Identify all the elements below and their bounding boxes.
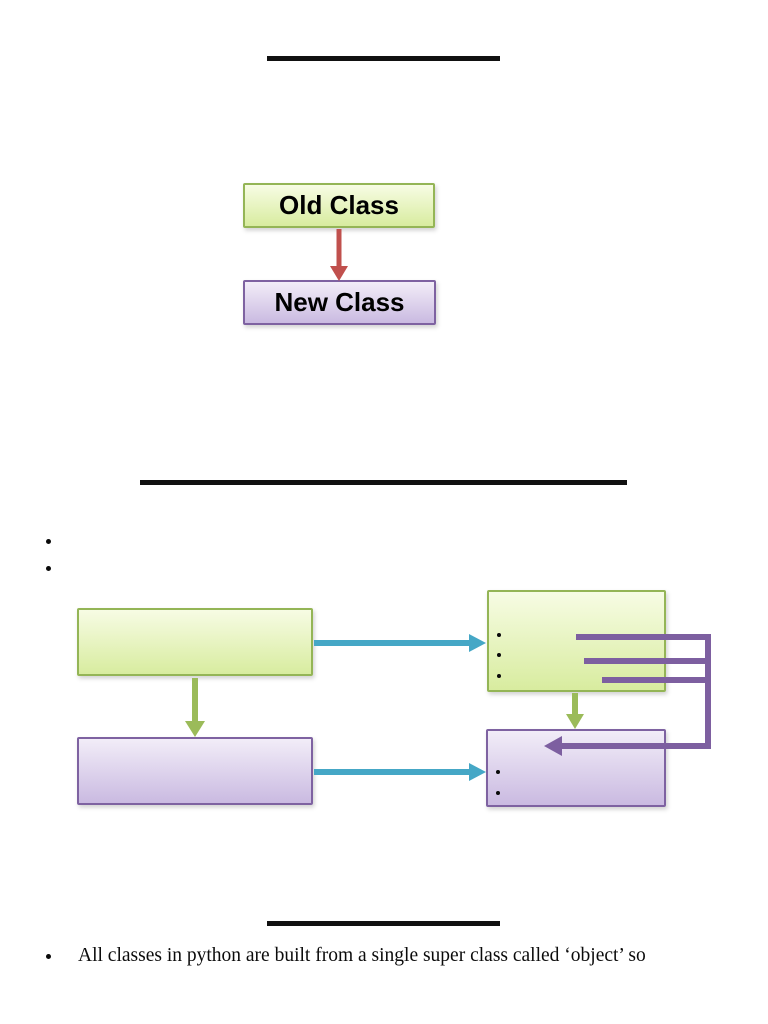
right-green-box xyxy=(487,590,666,692)
bullet-point xyxy=(497,674,501,678)
bullet-point xyxy=(46,566,51,571)
bullet-point xyxy=(46,954,51,959)
old-class-box: Old Class xyxy=(243,183,435,228)
old-class-label: Old Class xyxy=(279,190,399,220)
slide3-title-underline xyxy=(267,921,500,926)
bullet-point xyxy=(496,770,500,774)
left-green-box xyxy=(77,608,313,676)
teal-right-arrow-bottom xyxy=(314,763,486,781)
slide1-title-underline xyxy=(267,56,500,61)
green-down-arrow-right xyxy=(566,693,584,729)
left-purple-box xyxy=(77,737,313,805)
green-down-arrow-left xyxy=(185,678,205,737)
slide2-title-underline xyxy=(140,480,627,485)
bullet-point xyxy=(46,539,51,544)
teal-right-arrow-top xyxy=(314,634,486,652)
bullet-point xyxy=(496,791,500,795)
red-down-arrow xyxy=(330,229,348,281)
new-class-box: New Class xyxy=(243,280,436,325)
new-class-label: New Class xyxy=(274,287,405,317)
bullet-point xyxy=(497,653,501,657)
right-purple-box xyxy=(486,729,666,807)
slide3-bullet-text: All classes in python are built from a s… xyxy=(78,945,646,966)
bullet-point xyxy=(497,633,501,637)
